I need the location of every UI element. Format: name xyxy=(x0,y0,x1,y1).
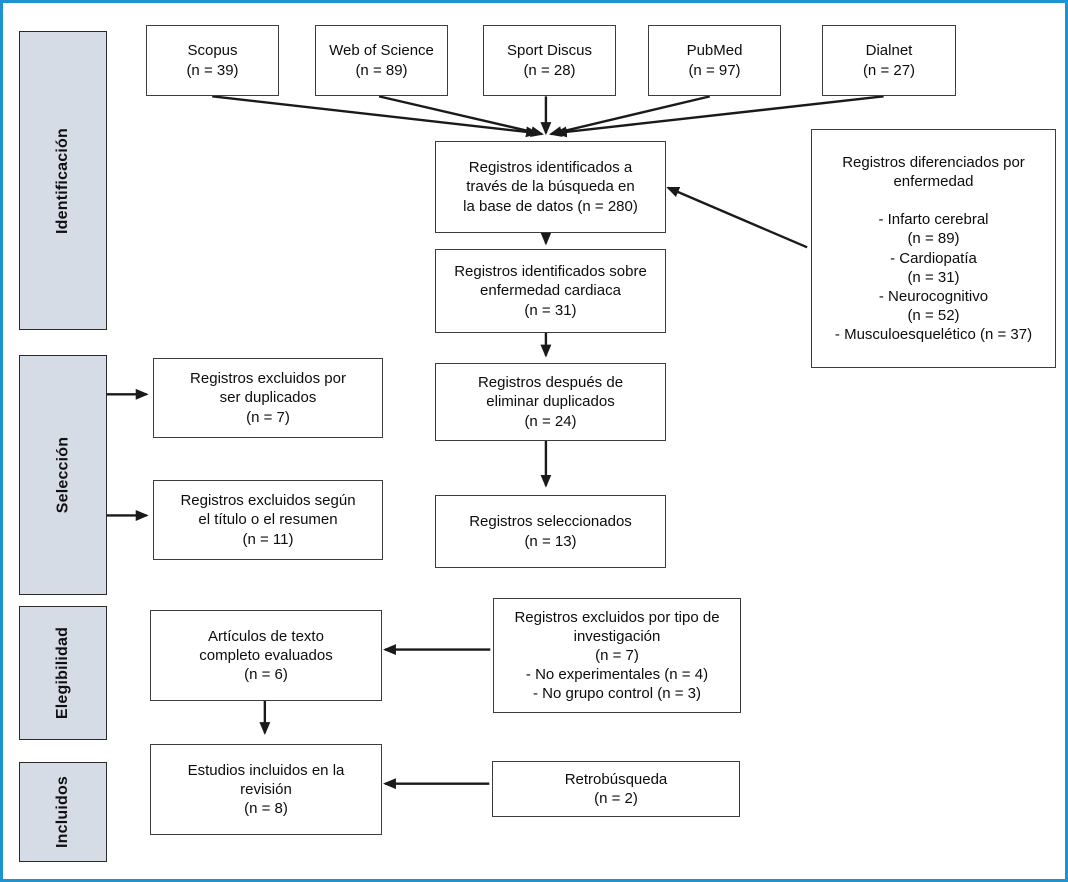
box-diferenciados-enfermedad: Registros diferenciados por enfermedad -… xyxy=(811,129,1056,368)
box-excluidos-tipo-investigacion-text: Registros excluidos por tipo de investig… xyxy=(514,608,720,703)
box-excluidos-duplicados: Registros excluidos por ser duplicados (… xyxy=(153,358,383,438)
box-registros-seleccionados: Registros seleccionados (n = 13) xyxy=(435,495,666,568)
stage-elegibilidad: Elegibilidad xyxy=(19,606,107,740)
source-box-web-of-science: Web of Science (n = 89) xyxy=(315,25,448,96)
box-enfermedad-cardiaca-text: Registros identificados sobre enfermedad… xyxy=(454,263,647,319)
stage-identificacion-label: Identificación xyxy=(54,127,71,234)
source-scopus-text: Scopus (n = 39) xyxy=(186,42,239,79)
box-diferenciados-enfermedad-text: Registros diferenciados por enfermedad -… xyxy=(834,154,1033,343)
arrow-dialnet-to-identified xyxy=(553,95,884,138)
arrow-scopus-to-identified xyxy=(212,95,539,138)
stage-elegibilidad-label: Elegibilidad xyxy=(54,626,72,720)
box-estudios-incluidos-text: Estudios incluidos en la revisión (n = 8… xyxy=(187,761,345,818)
source-box-scopus: Scopus (n = 39) xyxy=(146,25,279,96)
box-excluidos-titulo-resumen-text: Registros excluidos según el título o el… xyxy=(180,492,356,548)
source-box-dialnet: Dialnet (n = 27) xyxy=(822,25,956,96)
box-texto-completo-text: Artículos de texto completo evaluados (n… xyxy=(199,627,333,684)
arrow-bydisease-to-identified xyxy=(666,186,808,249)
box-retrobusqueda: Retrobúsqueda (n = 2) xyxy=(492,761,740,817)
box-registros-identificados-text: Registros identificados a través de la b… xyxy=(463,159,638,215)
source-box-pubmed: PubMed (n = 97) xyxy=(648,25,781,96)
source-dialnet-text: Dialnet (n = 27) xyxy=(862,42,916,79)
arrow-pubmed-to-identified xyxy=(548,95,711,137)
box-texto-completo: Artículos de texto completo evaluados (n… xyxy=(150,610,382,701)
source-sportdiscus-text: Sport Discus (n = 28) xyxy=(506,42,593,79)
box-sin-duplicados: Registros después de eliminar duplicados… xyxy=(435,363,666,441)
arrow-wos-to-identified xyxy=(378,95,544,137)
box-excluidos-titulo-resumen: Registros excluidos según el título o el… xyxy=(153,480,383,560)
source-pubmed-text: PubMed (n = 97) xyxy=(686,42,743,79)
stage-seleccion: Selección xyxy=(19,355,107,595)
box-enfermedad-cardiaca: Registros identificados sobre enfermedad… xyxy=(435,249,666,333)
box-registros-seleccionados-text: Registros seleccionados (n = 13) xyxy=(469,513,632,550)
box-registros-identificados: Registros identificados a través de la b… xyxy=(435,141,666,233)
box-excluidos-duplicados-text: Registros excluidos por ser duplicados (… xyxy=(190,370,346,426)
stage-seleccion-label: Selección xyxy=(53,436,71,514)
stage-identificacion: Identificación xyxy=(19,31,107,330)
stage-incluidos-label: Incluidos xyxy=(54,775,71,849)
source-box-sport-discus: Sport Discus (n = 28) xyxy=(483,25,616,96)
box-estudios-incluidos: Estudios incluidos en la revisión (n = 8… xyxy=(150,744,382,835)
stage-incluidos: Incluidos xyxy=(19,762,107,862)
source-wos-text: Web of Science (n = 89) xyxy=(329,42,434,79)
box-retrobusqueda-text: Retrobúsqueda (n = 2) xyxy=(564,770,668,807)
box-sin-duplicados-text: Registros después de eliminar duplicados… xyxy=(477,374,624,430)
box-excluidos-tipo-investigacion: Registros excluidos por tipo de investig… xyxy=(493,598,741,713)
